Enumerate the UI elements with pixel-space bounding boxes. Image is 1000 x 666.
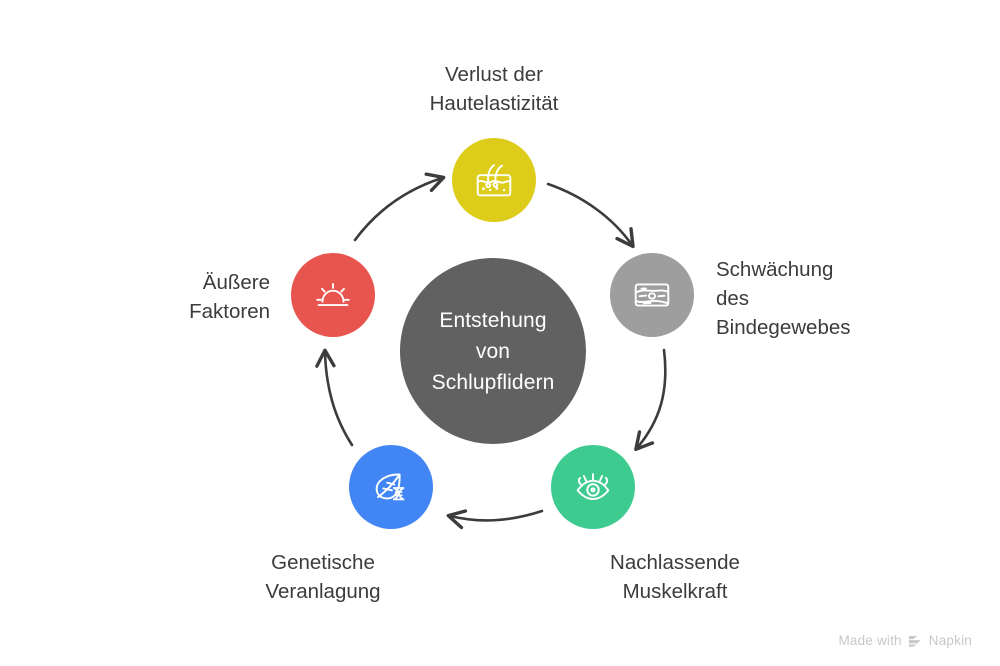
watermark: Made with Napkin (838, 633, 972, 648)
arrow-muskelkraft-to-genetik (446, 509, 544, 530)
label-muskelkraft: Nachlassende Muskelkraft (610, 551, 740, 603)
arrow-aeussere-faktoren-to-hautelastizitaet (353, 172, 446, 242)
center-hub-label: Entstehung von Schlupflidern (431, 308, 555, 394)
node-hautelastizitaet[interactable] (452, 138, 536, 222)
label-hautelastizitaet: Verlust der Hautelastizität (429, 63, 559, 115)
arrow-bindegewebe-to-muskelkraft (634, 348, 667, 452)
connective-tissue-icon (629, 272, 675, 318)
label-genetik: Genetische Veranlagung (265, 551, 381, 603)
eye-icon (570, 464, 616, 510)
napkin-logo-icon (908, 634, 923, 648)
arrow-hautelastizitaet-to-bindegewebe (546, 182, 635, 249)
label-bindegewebe: Schwächung des Bindegewebes (716, 258, 851, 339)
watermark-prefix: Made with (838, 633, 902, 648)
node-genetik[interactable] (349, 445, 433, 529)
arrow-genetik-to-aeussere-faktoren (315, 348, 354, 447)
node-aeussere-faktoren[interactable] (291, 253, 375, 337)
skin-layers-icon (471, 157, 517, 203)
watermark-brand: Napkin (928, 633, 972, 648)
leaf-dna-icon (368, 464, 414, 510)
node-bindegewebe[interactable] (610, 253, 694, 337)
sun-icon (310, 272, 356, 318)
label-aeussere-faktoren: Äußere Faktoren (189, 271, 270, 323)
node-muskelkraft[interactable] (551, 445, 635, 529)
center-hub[interactable]: Entstehung von Schlupflidern (400, 258, 586, 444)
